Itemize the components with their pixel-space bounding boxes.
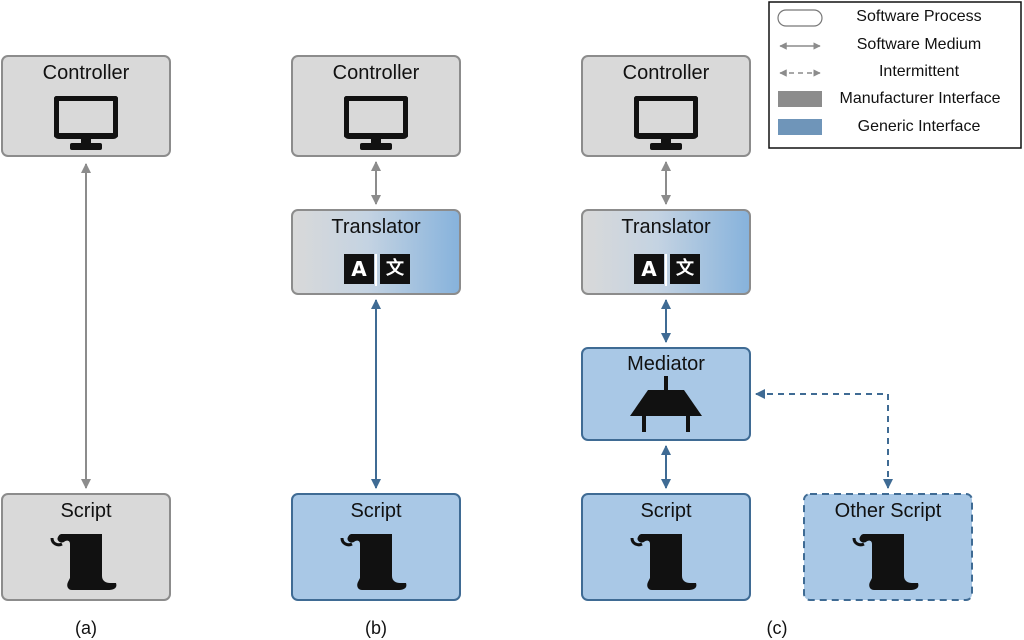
- controller-box-a: [1, 55, 171, 157]
- translate-a-icon: A: [344, 254, 374, 284]
- panel-caption-c: (c): [766, 618, 788, 638]
- legend-manufacturer-label: Manufacturer Interface: [839, 90, 1001, 107]
- legend-intermittent-label: Intermittent: [878, 63, 960, 80]
- legend-generic-swatch: [778, 119, 822, 135]
- controller-label: Controller: [622, 62, 710, 84]
- script-label: Script: [350, 500, 402, 522]
- other-script-label: Other Script: [834, 500, 942, 522]
- panel-caption-a: (a): [75, 618, 97, 638]
- legend-manufacturer-swatch: [778, 91, 822, 107]
- mediator-label: Mediator: [627, 353, 705, 375]
- translator-box-b: [291, 209, 461, 295]
- panel-caption-b: (b): [365, 618, 387, 638]
- legend-generic-label: Generic Interface: [857, 118, 981, 135]
- arrow-c-other-script-intermittent: [755, 389, 893, 489]
- script-label: Script: [640, 500, 692, 522]
- translate-a-icon: A: [634, 254, 664, 284]
- script-label: Script: [60, 500, 112, 522]
- translate-zh-icon: 文: [670, 254, 700, 284]
- legend-process-swatch: [777, 9, 823, 27]
- legend-medium-label: Software Medium: [856, 36, 982, 53]
- translator-label: Translator: [331, 216, 421, 238]
- controller-label: Controller: [42, 62, 130, 84]
- controller-label: Controller: [332, 62, 420, 84]
- legend-process-label: Software Process: [856, 8, 982, 25]
- translator-label: Translator: [621, 216, 711, 238]
- translator-box-c: [581, 209, 751, 295]
- translate-zh-icon: 文: [380, 254, 410, 284]
- controller-box-b: [291, 55, 461, 157]
- controller-box-c: [581, 55, 751, 157]
